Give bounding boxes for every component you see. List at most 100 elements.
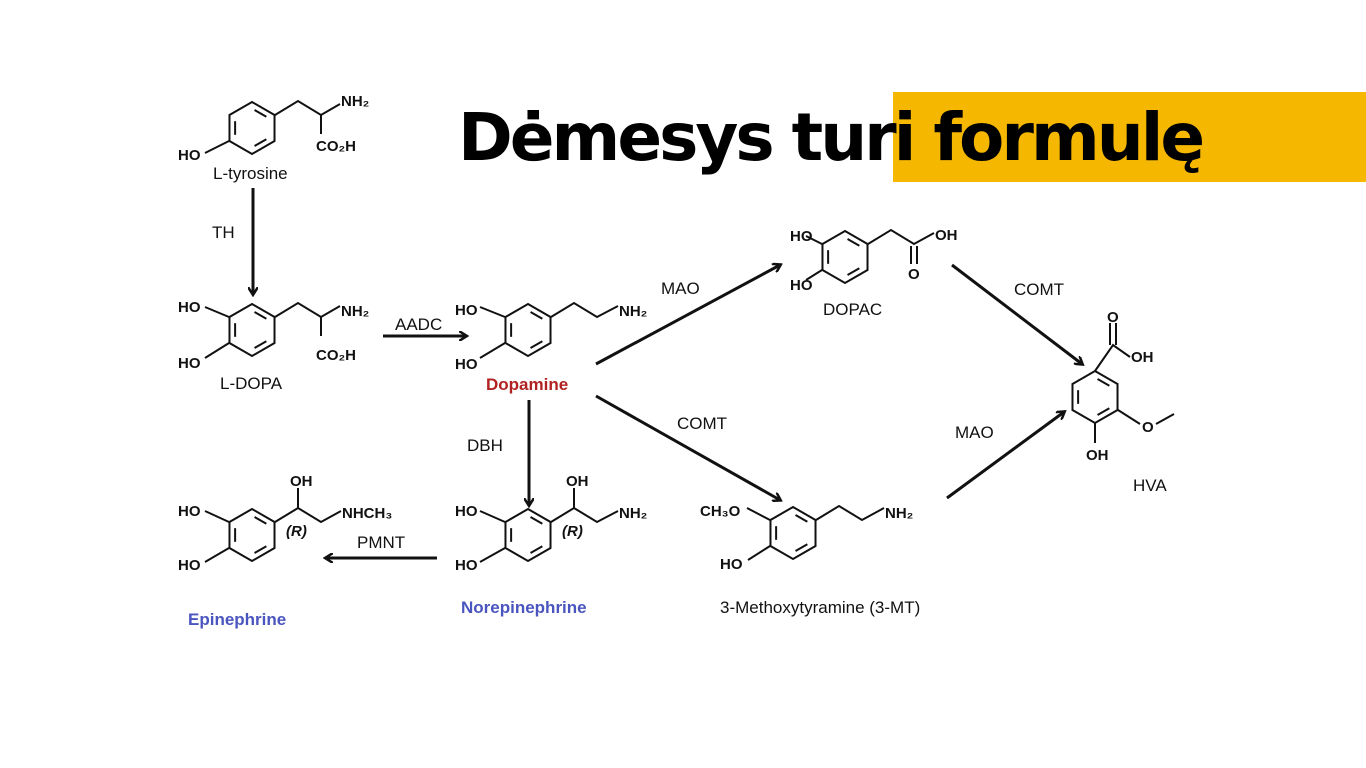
atom-o: O [1107,309,1119,326]
enzyme-th: TH [212,223,235,242]
atom-ho: HO [720,556,743,573]
bond-mt-chain [815,504,885,522]
atom-ho: HO [455,356,478,373]
bond-epinephrine-chain [274,506,342,524]
bond-tyrosine-oh [204,140,230,154]
atom-r: (R) [286,523,307,540]
benzene-ring-3mt [769,505,817,561]
atom-nh2: NH₂ [619,505,647,522]
label-dopac: DOPAC [823,300,882,319]
compound-labels: L-tyrosine L-DOPA Dopamine Norepinephrin… [188,164,1167,629]
title-part1: Dėmesys turi [458,98,934,176]
double-bond-epinephrine [254,545,267,554]
enzyme-aadc: AADC [395,315,442,334]
bond-hva-o [1117,409,1141,425]
atom-ho: HO [178,355,201,372]
bond-tyrosine-chain [274,99,341,117]
atom-ho: HO [178,147,201,164]
atom-oh: OH [1131,349,1154,366]
label-3-methoxytyramine: 3-Methoxytyramine (3-MT) [720,598,920,617]
arrow-mao-dopac [595,265,780,366]
bond-norepinephrine-chain [550,506,619,524]
enzyme-mao: MAO [661,279,700,298]
bond-ldopa-chain [274,301,341,319]
atom-co2h: CO₂H [316,138,356,155]
double-bond-tyrosine [254,109,267,118]
label-hva: HVA [1133,476,1167,495]
label-l-dopa: L-DOPA [220,374,283,393]
bond-mt-och3 [746,507,771,521]
atom-nhch3: NHCH₃ [342,505,392,522]
arrow-mao-hva [946,412,1064,500]
double-bond-3mt [795,514,808,523]
atom-ho: HO [455,557,478,574]
atom-ho: HO [178,557,201,574]
atom-oh: OH [935,227,958,244]
atom-oh: OH [1086,447,1109,464]
atom-ho: HO [790,277,813,294]
double-bond-norepinephrine [530,516,543,525]
atom-co2h: CO₂H [316,347,356,364]
double-bond-dopamine [530,311,543,320]
bond-norepinephrine-oh2 [479,547,506,563]
benzene-ring-norepinephrine [504,507,552,563]
bond-hva-chain [1094,343,1131,372]
page-title: Dėmesys turi formulę [458,92,1205,182]
bond-hva-me [1155,413,1175,425]
reaction-arrows [253,188,1082,558]
atom-ho: HO [455,503,478,520]
double-bond-dopac [847,267,860,276]
bond-dopac-chain [867,228,935,246]
bond-epinephrine-oh1 [204,510,230,523]
atom-labels: HO NH₂ CO₂H HO HO NH₂ CO₂H HO HO NH₂ HO … [178,93,1154,574]
enzyme-comt: COMT [1014,280,1064,299]
arrow-comt-hva [951,263,1082,364]
double-bond-epinephrine [254,516,267,525]
atom-oh: OH [566,473,589,490]
double-bond-tyrosine [254,138,267,147]
double-bond-hva [1097,407,1110,416]
label-epinephrine: Epinephrine [188,610,286,629]
atom-o: O [1142,419,1154,436]
enzyme-dbh: DBH [467,436,503,455]
atom-ho: HO [178,503,201,520]
double-bond-hva [1097,378,1110,387]
benzene-ring-ldopa [228,302,276,358]
atom-nh2: NH₂ [885,505,913,522]
bond-norepinephrine-oh1 [479,510,506,523]
atom-ho: HO [455,302,478,319]
double-bond-dopamine [530,340,543,349]
atom-r: (R) [562,523,583,540]
atom-o: O [908,266,920,283]
arrow-comt-3mt [595,394,780,500]
bonds [204,99,1175,563]
label-l-tyrosine: L-tyrosine [213,164,288,183]
bond-dopamine-oh1 [479,306,506,318]
bond-dopac-oh2 [805,269,823,281]
double-bond-norepinephrine [530,545,543,554]
atom-nh2: NH₂ [619,303,647,320]
benzene-ring-dopac [821,229,869,285]
enzyme-labels: TH AADC MAO COMT DBH PMNT COMT MAO [212,223,1064,552]
atom-ch3o: CH₃O [700,503,741,520]
label-norepinephrine: Norepinephrine [461,598,587,617]
atom-nh2: NH₂ [341,93,369,110]
bond-dopamine-chain [550,301,619,319]
bond-ldopa-oh1 [204,306,230,318]
bond-ldopa-oh2 [204,342,230,359]
atom-nh2: NH₂ [341,303,369,320]
enzyme-mao: MAO [955,423,994,442]
double-bond-ldopa [254,340,267,349]
benzene-ring-epinephrine [228,507,276,563]
double-bond-dopac [847,238,860,247]
atom-oh: OH [290,473,313,490]
bond-dopac-oh1 [805,235,823,245]
benzene-ring-hva [1071,369,1119,425]
double-bond-3mt [795,543,808,552]
bond-epinephrine-oh2 [204,547,230,563]
atom-ho: HO [178,299,201,316]
label-dopamine: Dopamine [486,375,568,394]
bond-mt-oh [747,545,771,561]
bond-dopamine-oh2 [479,342,506,359]
